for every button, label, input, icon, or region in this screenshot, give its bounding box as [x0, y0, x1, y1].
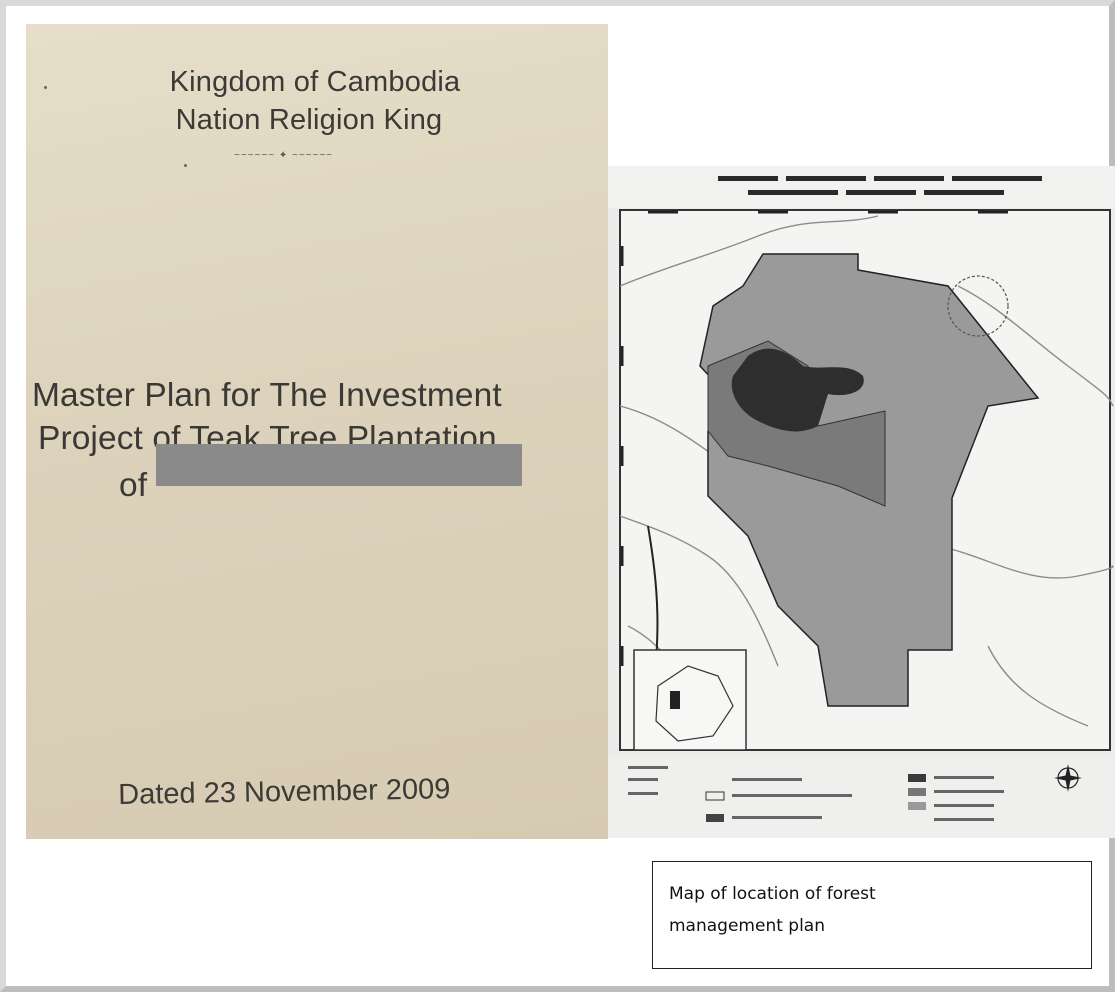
paper-speck — [44, 86, 47, 89]
map-core-zone — [731, 348, 864, 432]
map-legend — [608, 756, 1115, 838]
cover-page-photo: Kingdom of Cambodia Nation Religion King… — [26, 24, 608, 839]
map-inset-highlight — [670, 691, 680, 709]
caption-line1: Map of location of forest — [669, 884, 876, 904]
map-title-script-marks — [718, 176, 1042, 195]
map-legend-swatches — [705, 774, 926, 822]
compass-rose-icon — [1054, 764, 1082, 792]
map-legend-label-marks — [628, 766, 1004, 821]
document-date: Dated 23 November 2009 — [118, 773, 451, 811]
forest-map-photo — [608, 166, 1115, 838]
map-ticks — [620, 210, 1008, 666]
map-drawing — [608, 166, 1115, 838]
header-motto: Nation Religion King — [175, 104, 443, 136]
paper-speck — [184, 164, 187, 167]
map-circle-marker — [947, 275, 1009, 337]
map-caption-box: Map of location of forest management pla… — [652, 861, 1092, 969]
map-inset — [633, 649, 747, 751]
header-kingdom: Kingdom of Cambodia — [169, 66, 461, 98]
document-title-line3: of — [119, 467, 148, 504]
redaction-box — [156, 444, 522, 486]
map-title-strip — [608, 166, 1115, 208]
ornament-divider: ~~~~~~ ✦ ~~~~~~ — [234, 150, 334, 161]
caption-line2: management plan — [669, 916, 825, 936]
map-inset-outline — [655, 665, 734, 742]
document-title-line1: Master Plan for The Investment — [32, 377, 502, 414]
